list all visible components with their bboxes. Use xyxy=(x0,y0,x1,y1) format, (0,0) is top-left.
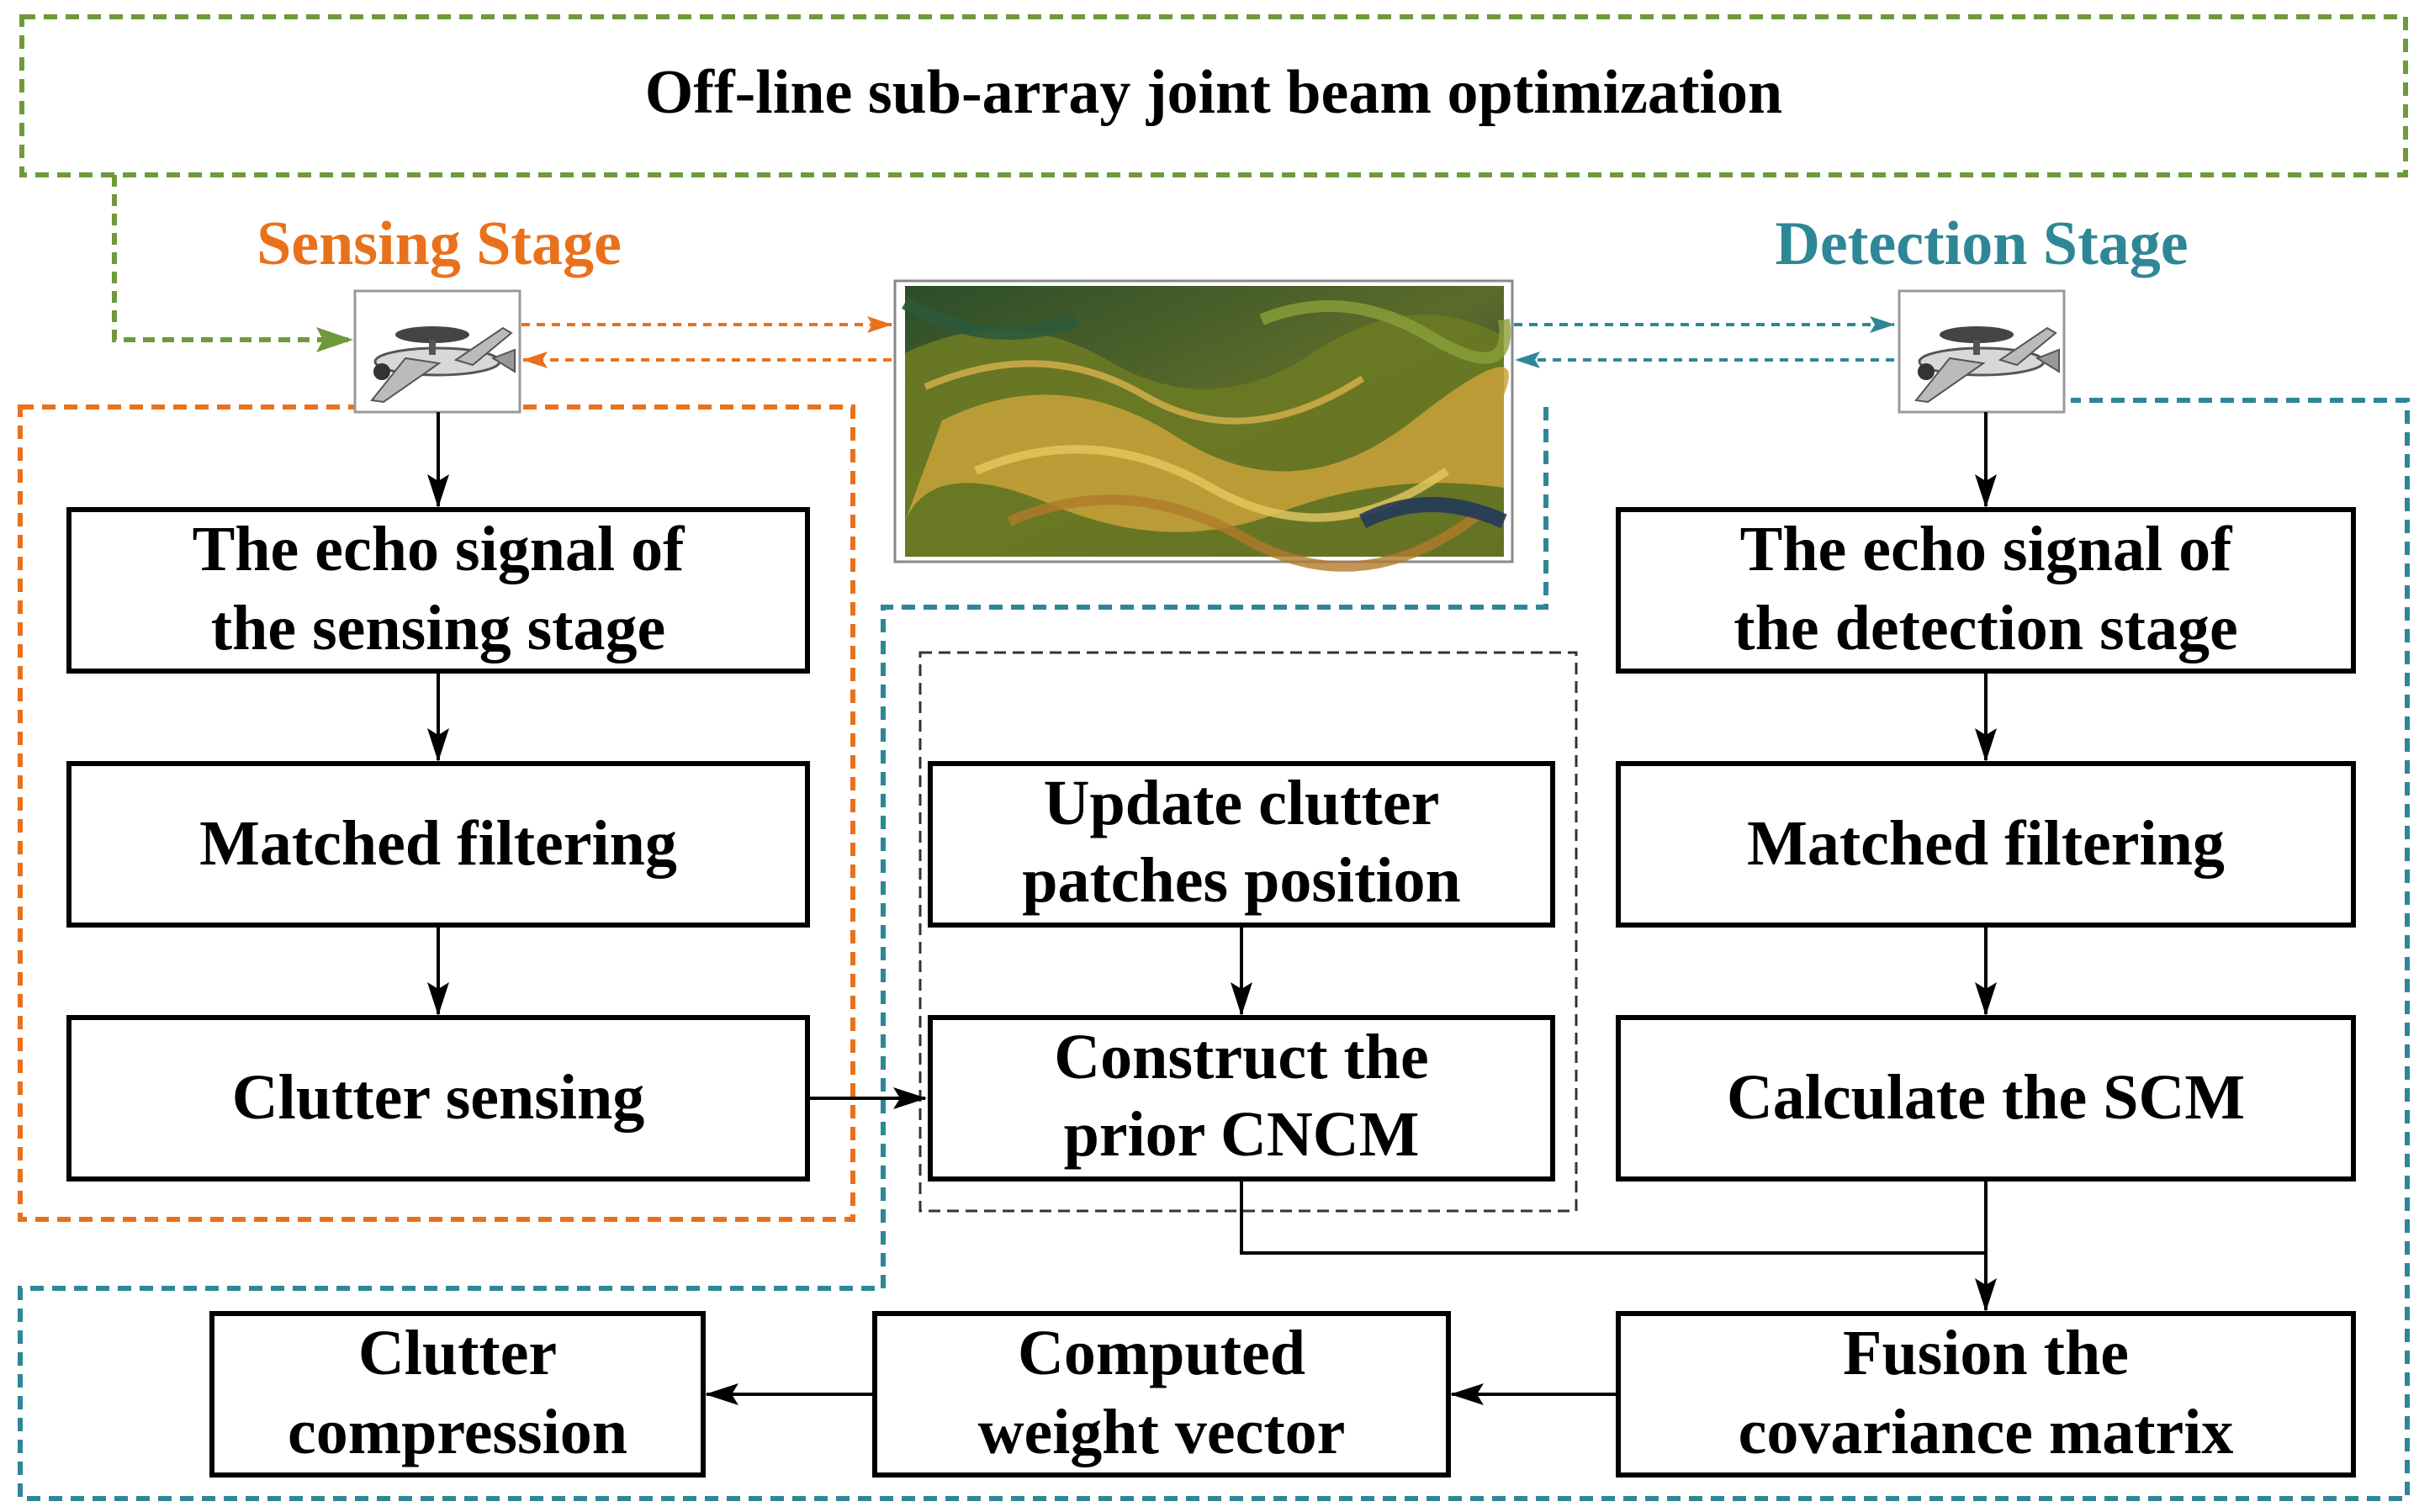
detection-echo-box xyxy=(1616,507,2356,674)
weight-line-2: weight vector xyxy=(978,1397,1346,1467)
update-clutter-box xyxy=(928,761,1555,928)
cncm-group-frame xyxy=(918,651,1578,1213)
update-clutter-line-2: patches position xyxy=(1022,845,1461,916)
detection-echo-line-2: the detection stage xyxy=(1734,593,2237,663)
construct-cncm-line-2: prior CNCM xyxy=(1064,1099,1420,1170)
detection-stage-label: Detection Stage xyxy=(1775,209,2188,278)
sensing-echo-line-2: the sensing stage xyxy=(211,593,665,663)
detection-echo-line-1: The echo signal of xyxy=(1740,514,2233,584)
compression-line-2: compression xyxy=(288,1397,627,1467)
aircraft-icon xyxy=(353,289,521,414)
construct-cncm-line-1: Construct the xyxy=(1054,1022,1428,1092)
construct-cncm-box xyxy=(928,1015,1555,1182)
detection-matched-filter-box xyxy=(1616,761,2356,928)
clutter-sensing-label: Clutter sensing xyxy=(232,1062,645,1133)
top-banner-title: Off-line sub-array joint beam optimizati… xyxy=(645,58,1782,127)
update-clutter-line-1: Update clutter xyxy=(1044,768,1440,838)
clutter-sensing-box xyxy=(66,1015,810,1182)
weight-line-1: Computed xyxy=(1018,1318,1305,1388)
aircraft-icon xyxy=(1898,289,2066,414)
fusion-line-2: covariance matrix xyxy=(1739,1397,2234,1467)
detection-stage-region xyxy=(18,398,2410,1501)
calculate-scm-label: Calculate the SCM xyxy=(1727,1062,2245,1133)
construct-to-fusion-connector xyxy=(1240,1179,1986,1255)
clutter-compression-box xyxy=(209,1311,706,1478)
calculate-scm-box xyxy=(1616,1015,2356,1182)
sensing-stage-label: Sensing Stage xyxy=(257,209,622,278)
banner-to-sensing-arrow xyxy=(112,175,353,352)
compression-line-1: Clutter xyxy=(358,1318,557,1388)
sensing-echo-line-1: The echo signal of xyxy=(193,514,685,584)
top-banner-frame xyxy=(19,14,2408,177)
fusion-line-1: Fusion the xyxy=(1843,1318,2129,1388)
sensing-matched-label: Matched filtering xyxy=(199,808,677,879)
terrain-image xyxy=(893,279,1514,572)
detection-matched-label: Matched filtering xyxy=(1747,808,2225,879)
